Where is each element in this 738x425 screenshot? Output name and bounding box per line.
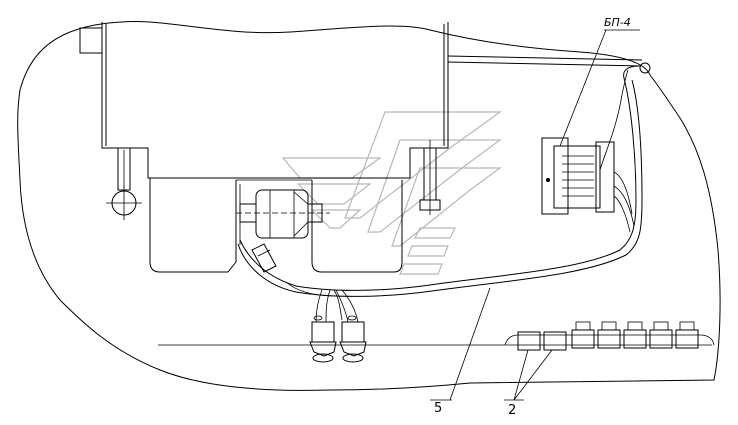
- connector-bundle: [309, 289, 367, 363]
- leader-item-5: [430, 287, 491, 401]
- leader-item-2: [504, 349, 553, 401]
- watermark-logo: [281, 111, 502, 275]
- block-bp4: [541, 69, 635, 233]
- motor-unit: [236, 189, 330, 239]
- connector-row: [504, 321, 715, 351]
- top-conduit: [447, 55, 651, 74]
- wire-harness: [237, 65, 643, 297]
- harness-connector: [251, 243, 277, 273]
- label-item-5: 5: [434, 401, 442, 416]
- cabin-outline: [17, 21, 721, 391]
- main-housing: [79, 22, 449, 273]
- label-item-2: 2: [508, 403, 516, 418]
- leader-bp4: [559, 29, 640, 147]
- right-support: [419, 140, 441, 215]
- label-bp4: БП-4: [604, 16, 631, 29]
- left-support: [106, 147, 142, 220]
